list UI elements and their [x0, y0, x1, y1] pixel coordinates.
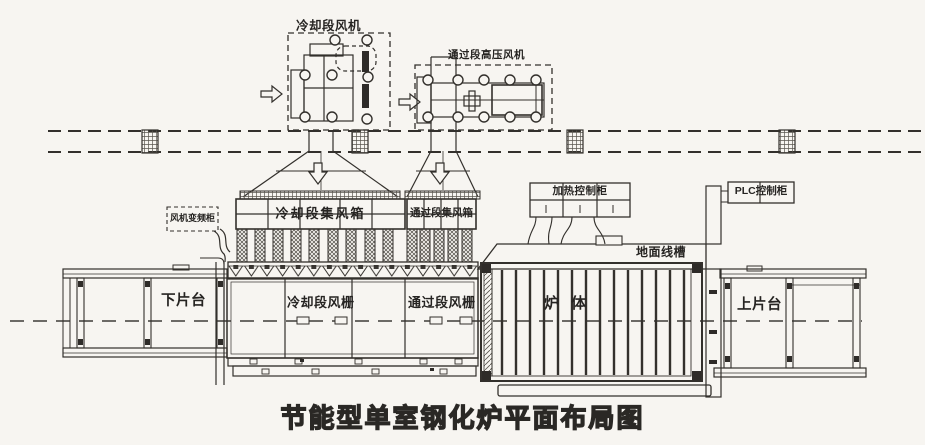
flow-arrow-down-icon: [307, 162, 329, 185]
label-plc-cabinet: PLC控制柜: [734, 185, 788, 197]
furnace: [480, 262, 712, 397]
building-wall: [48, 129, 921, 154]
heating-control-cabinet: [529, 182, 631, 218]
cooling-plenum-box: [235, 198, 406, 230]
label-pass-grid: 通过段风栅: [408, 295, 476, 310]
pass-fan-assembly: [398, 56, 553, 151]
pass-funnel-duct: [404, 150, 481, 200]
label-load-table: 上片台: [737, 297, 782, 313]
cooling-funnel-duct: [239, 150, 401, 200]
wall-column: [351, 129, 369, 154]
label-cooling-plenum: 冷却段集风箱: [275, 206, 366, 221]
plenum-drop-ducts: [236, 228, 473, 263]
plc-control-cabinet: [727, 181, 795, 204]
label-heating-cabinet: 加热控制柜: [552, 185, 608, 197]
flow-arrow-right-icon: [398, 92, 421, 112]
wall-column: [566, 129, 584, 154]
diagram-title: 节能型单室钢化炉平面布局图: [280, 402, 645, 433]
floor-cable-trough: [476, 216, 707, 270]
plc-conduit: [705, 185, 728, 398]
unload-table-frame: [62, 264, 228, 358]
label-cooling-grid: 冷却段风栅: [287, 295, 355, 310]
load-table-frame: [713, 265, 867, 378]
wall-column: [141, 129, 159, 154]
flow-arrow-right-icon: [260, 84, 283, 104]
label-furnace-body: 炉 体: [544, 295, 591, 312]
label-pass-fan: 通过段高压风机: [448, 49, 525, 61]
label-cooling-fan: 冷却段风机: [296, 19, 362, 33]
blast-grid-machine: [215, 262, 479, 385]
label-unload-table: 下片台: [161, 293, 206, 309]
label-inverter-cabinet: 风机变频柜: [169, 213, 215, 223]
flow-arrow-down-icon: [429, 162, 451, 185]
label-pass-plenum: 通过段集风箱: [410, 207, 473, 219]
wall-column: [778, 129, 796, 154]
cooling-fan-assembly: [260, 32, 391, 151]
label-floor-trough: 地面线槽: [636, 245, 687, 259]
fan-inverter-cabinet: [166, 206, 231, 263]
